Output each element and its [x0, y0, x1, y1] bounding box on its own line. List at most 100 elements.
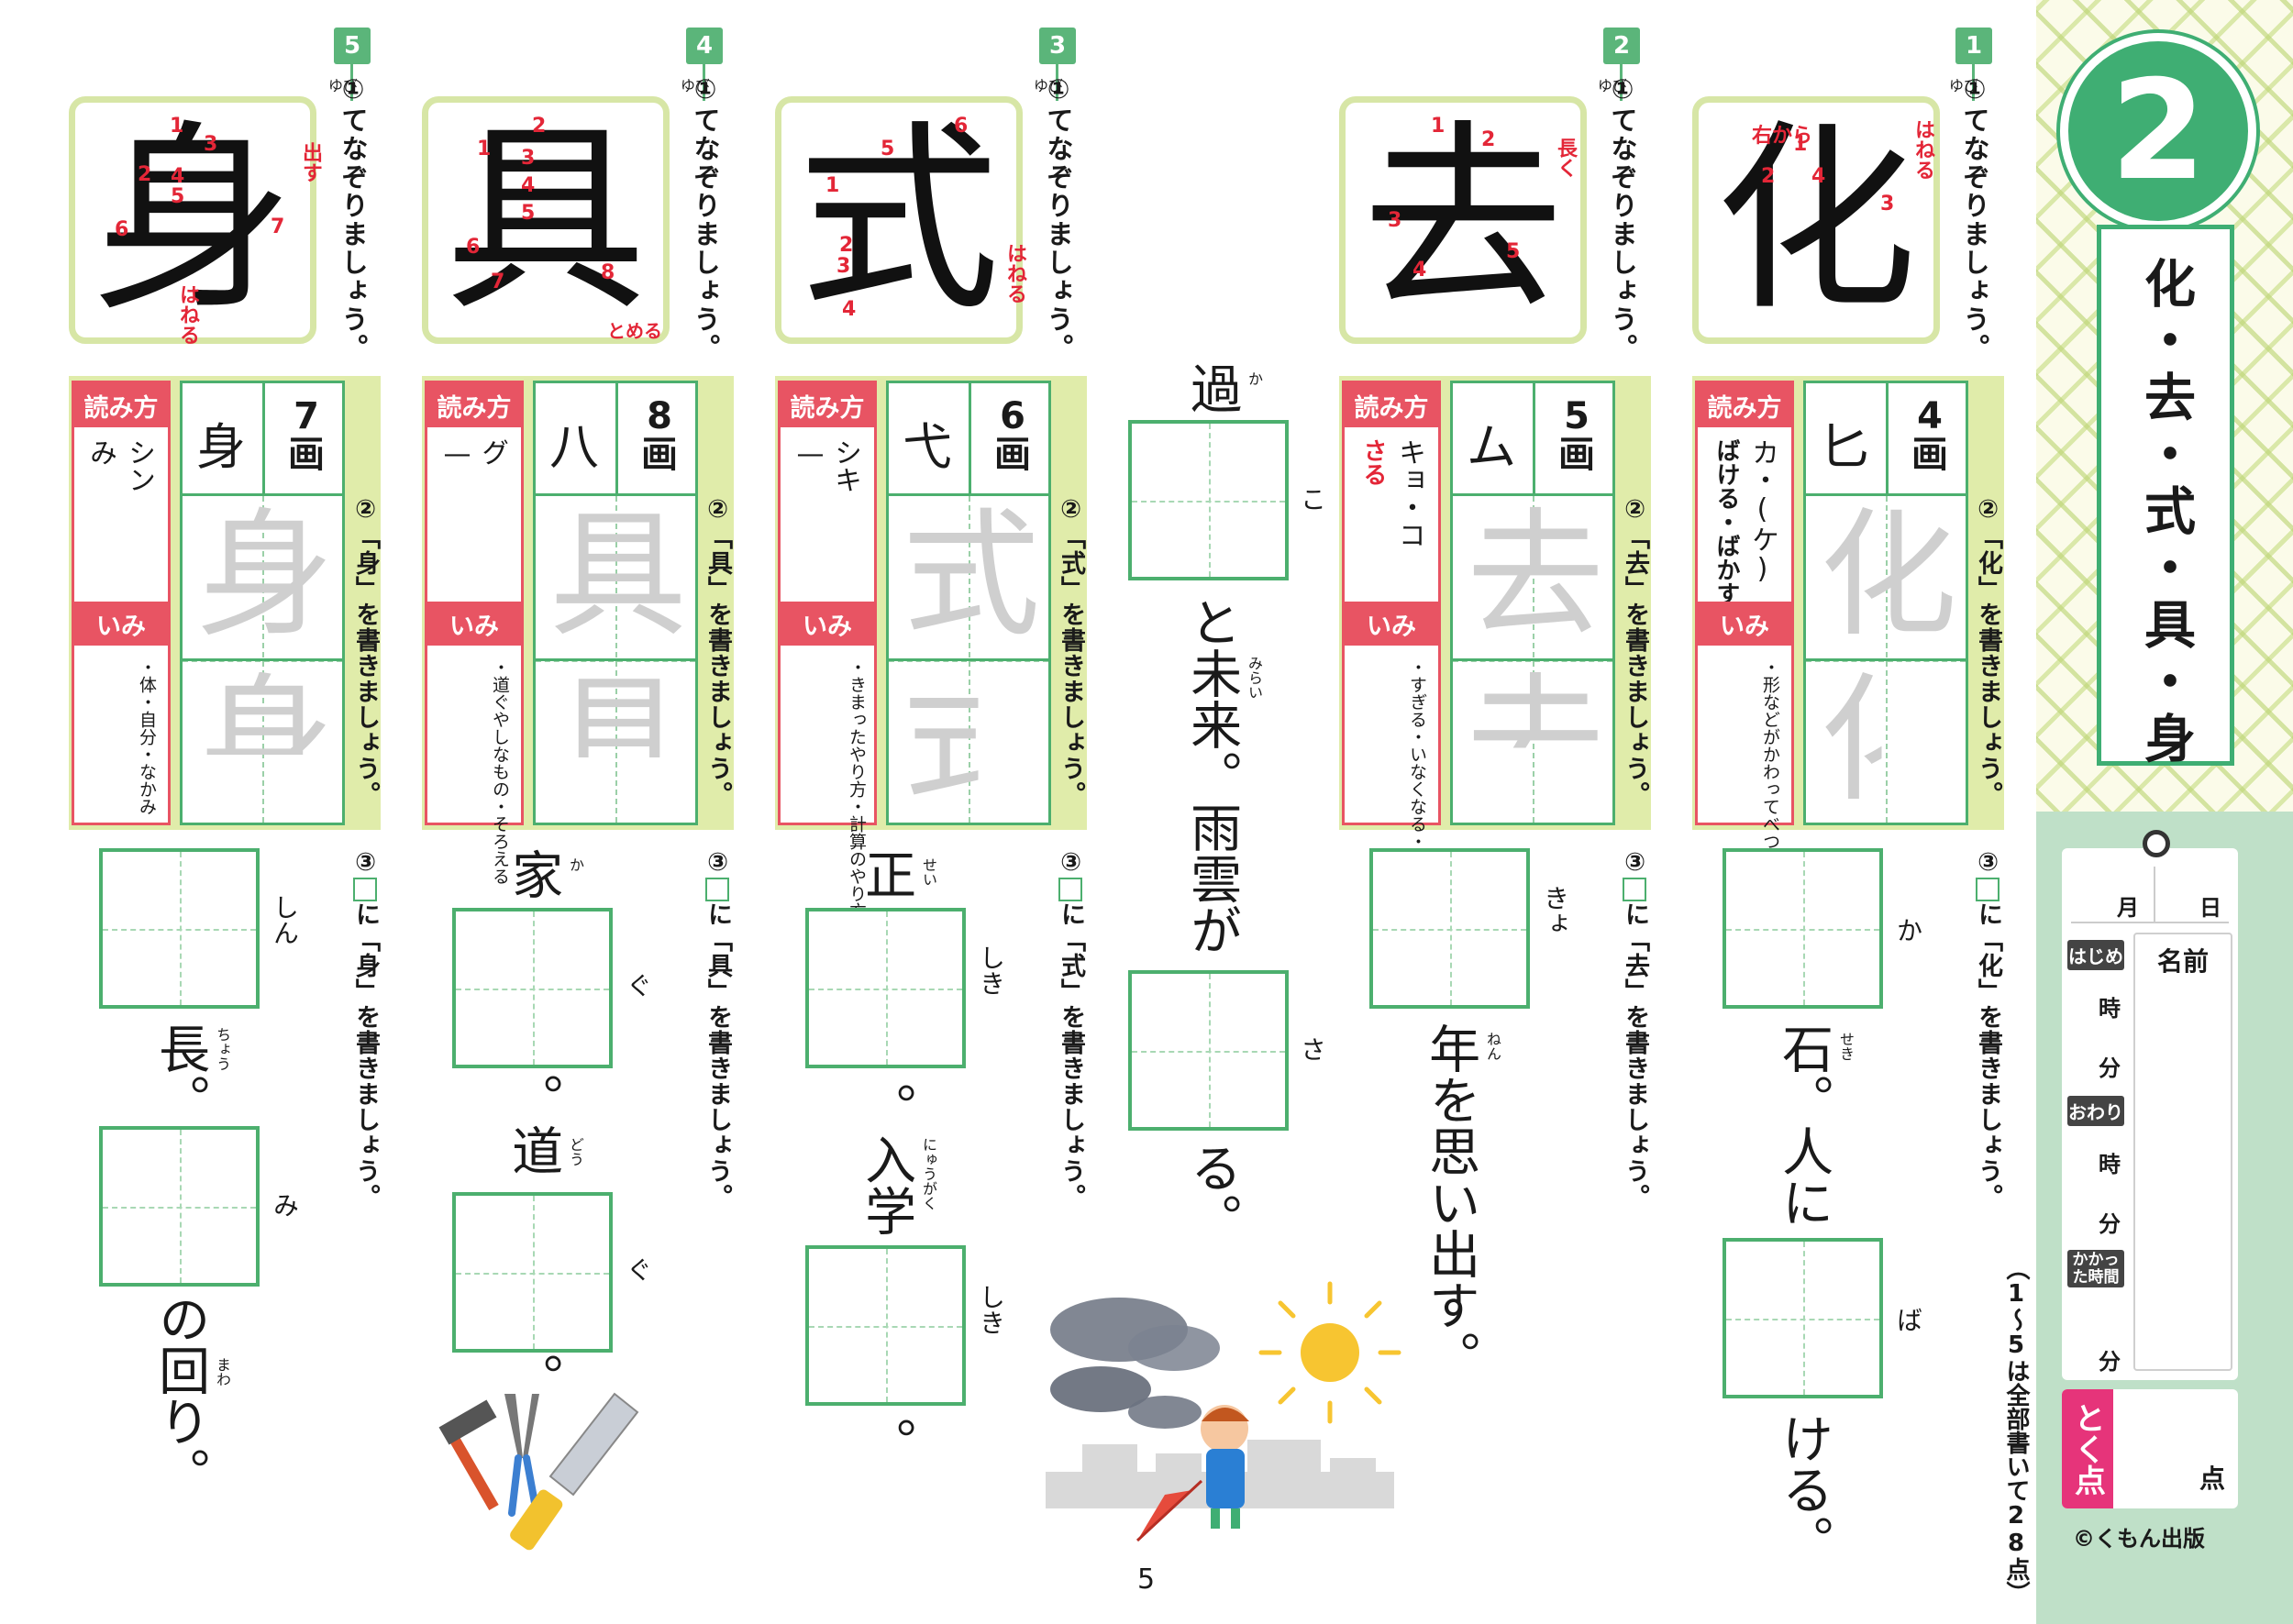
- radical: ム: [1467, 418, 1516, 476]
- elapsed-minute: 分: [2099, 1349, 2121, 1375]
- sentence-text: 過: [1181, 362, 1242, 414]
- radical: 身: [196, 418, 246, 476]
- reading-hint: しき: [976, 945, 1006, 996]
- radical: 弋: [903, 418, 952, 476]
- stroke-number: 2: [839, 234, 854, 257]
- meaning-label: いみ: [1698, 602, 1791, 646]
- lesson-number-badge: 2: [2060, 33, 2256, 229]
- trace-kanji-partial: 身: [196, 661, 335, 821]
- trace-kanji: 化: [1820, 496, 1958, 656]
- reading-hint: ぐ: [623, 972, 653, 998]
- ruby: せき: [1837, 1032, 1855, 1061]
- answer-box[interactable]: [452, 1192, 613, 1353]
- stroke-number: 1: [825, 174, 840, 197]
- mini-box-icon: [1058, 878, 1082, 901]
- stroke-number: 1: [170, 115, 184, 138]
- badge-line: [1056, 64, 1058, 101]
- instruction-fill: ③に「去」を書きましょう。: [1621, 848, 1649, 1210]
- grid-divider: [1886, 383, 1889, 493]
- meaning-label: いみ: [781, 602, 874, 646]
- badge-line: [1972, 64, 1975, 101]
- grid-divider: [889, 493, 1048, 496]
- reading-label: 読み方: [781, 383, 874, 427]
- record-card: 月 日 はじめ 時 分 おわり 時 分 かかった時間 分 名前: [2062, 848, 2238, 1380]
- lesson-4-reading-box: 読み方 グ — いみ ・道ぐやしなもの・そろえる: [425, 381, 524, 885]
- kun-reading: —: [441, 438, 473, 470]
- ruby: どう: [567, 1137, 584, 1166]
- tools-illustration: [438, 1392, 639, 1551]
- hammer-icon: [438, 1399, 499, 1510]
- mini-box-icon: [705, 878, 729, 901]
- lesson-2-reading-box: 読み方 キョ・コ さる いみ ・すぎる・いなくなる・とりのぞく: [1342, 381, 1441, 937]
- kun-reading: —: [794, 438, 826, 470]
- grid-divider: [1453, 493, 1612, 496]
- page-number: 5: [1137, 1563, 1156, 1596]
- stroke-number: 4: [171, 165, 185, 188]
- grid-divider: [1533, 383, 1535, 493]
- answer-box[interactable]: [805, 908, 966, 1068]
- grid-divider: [262, 383, 265, 493]
- lesson-number: 2: [2110, 51, 2207, 211]
- answer-box[interactable]: [452, 908, 613, 1068]
- stroke-note: はねる: [1911, 119, 1934, 180]
- ruby: まわ: [214, 1357, 231, 1386]
- end-time-label: おわり: [2067, 1096, 2124, 1126]
- start-minute: 分: [2099, 1055, 2121, 1081]
- reading-hint: しき: [976, 1284, 1006, 1335]
- ruby: ちょう: [214, 1027, 231, 1071]
- meaning-text: ・体・自分・なかみ: [137, 658, 157, 815]
- reading-hint: さ: [1297, 1036, 1327, 1062]
- instruction-write: ②「式」を書きましょう。: [1057, 495, 1085, 807]
- saw-icon: [510, 1392, 639, 1551]
- instruction-trace: ①てなぞりましょう。: [1607, 73, 1638, 362]
- lesson-2-model-box: 去: [1339, 96, 1587, 344]
- lesson-4-model-box: 具: [422, 96, 670, 344]
- stroke-number: 7: [271, 215, 285, 238]
- grid-divider: [615, 383, 618, 493]
- mini-box-icon: [353, 878, 377, 901]
- end-minute: 分: [2099, 1211, 2121, 1237]
- lesson-1-model-box: 化: [1692, 96, 1940, 344]
- lesson-5-model-box: 身: [69, 96, 316, 344]
- answer-box[interactable]: [1723, 1238, 1883, 1398]
- girl-with-umbrella-icon: [1135, 1405, 1249, 1542]
- stroke-number: 6: [115, 218, 129, 241]
- total-points-note: （1〜5は全部書いて28点）: [2002, 1256, 2030, 1605]
- answer-box[interactable]: [1128, 970, 1289, 1131]
- name-label: 名前: [2156, 946, 2209, 977]
- stroke-number: 2: [1481, 128, 1496, 151]
- copyright: ©くもん出版: [2073, 1526, 2205, 1552]
- answer-box[interactable]: [99, 848, 260, 1009]
- answer-box[interactable]: [1723, 848, 1883, 1009]
- sentence-text: 。: [856, 1417, 916, 1468]
- lesson-1-reading-box: 読み方 カ・(ケ) ばける・ばかす いみ ・形などがかわってべつのものになる: [1695, 381, 1794, 955]
- reading-hint: ば: [1893, 1307, 1923, 1332]
- answer-box[interactable]: [1369, 848, 1530, 1009]
- name-field[interactable]: 名前: [2133, 933, 2232, 1371]
- stroke-number: 3: [521, 147, 536, 170]
- mini-box-icon: [1623, 878, 1646, 901]
- stroke-number: 4: [521, 174, 536, 197]
- answer-box[interactable]: [99, 1126, 260, 1287]
- sentence-text: 。入学: [856, 1082, 916, 1236]
- grid-divider: [1806, 658, 1966, 661]
- sentence-text: 年を思い出す。: [1420, 1022, 1480, 1382]
- lesson-5-reading-box: 読み方 シン み いみ ・体・自分・なかみ: [72, 381, 171, 825]
- answer-box[interactable]: [805, 1245, 966, 1406]
- stroke-number: 6: [466, 236, 481, 259]
- lesson-1-model-kanji: 化: [1714, 103, 1917, 337]
- stroke-number: 5: [171, 185, 185, 208]
- stroke-number: 3: [1388, 209, 1402, 232]
- instruction-fill: ③に「化」を書きましょう。: [1974, 848, 2002, 1210]
- answer-box[interactable]: [1128, 420, 1289, 580]
- stroke-note: 長く: [1554, 138, 1577, 178]
- trace-kanji-partial: 化: [1820, 661, 1958, 821]
